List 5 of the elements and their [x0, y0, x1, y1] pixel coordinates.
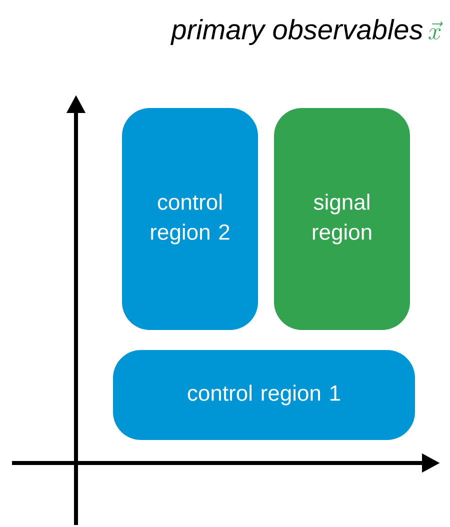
- region-box: control region 2: [122, 108, 258, 330]
- region-box: signal region: [274, 108, 410, 330]
- title: primary observables: [170, 18, 423, 46]
- vector-symbol: $\vec{x}$: [428, 22, 443, 40]
- region-box: control region 1: [113, 350, 415, 440]
